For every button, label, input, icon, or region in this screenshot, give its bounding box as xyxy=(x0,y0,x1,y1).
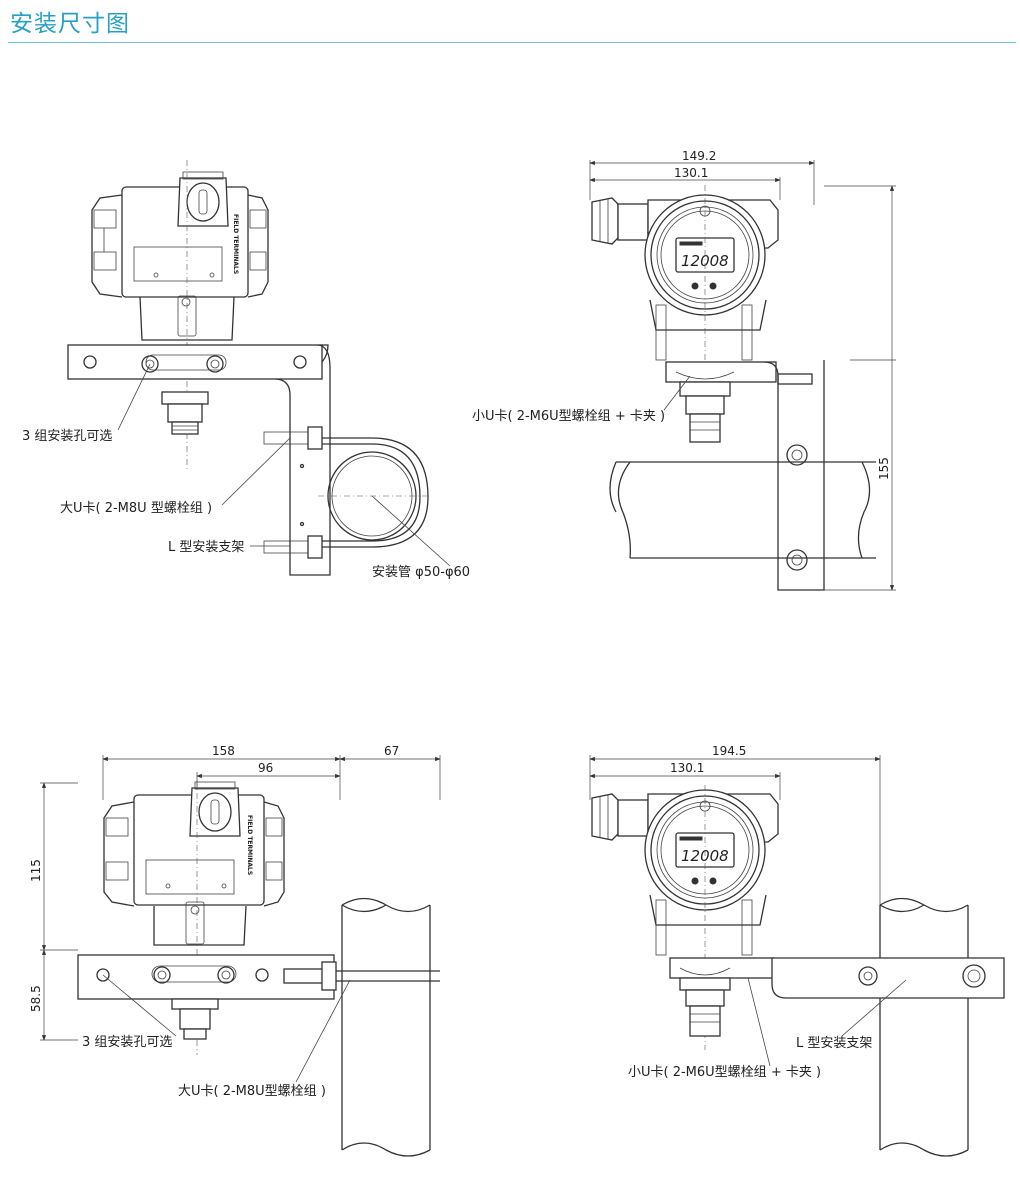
view1-side-vertical-mount: FIELD TERMINALS xyxy=(22,160,470,580)
view3-bracket-plate xyxy=(77,954,440,1000)
view3-offset-dimension: 96 xyxy=(258,761,273,775)
view4-cable-gland xyxy=(591,793,649,841)
view3-upper-dimension: 115 xyxy=(29,859,43,882)
view3-mount-pipe xyxy=(341,897,431,1157)
view2-front-horizontal-pipe: 149.2 130.1 155 12008 xyxy=(472,149,896,591)
view2-cable-gland xyxy=(591,197,649,245)
view3-width-dimension: 158 xyxy=(212,744,235,758)
view4-small-u-clamp xyxy=(669,957,813,1037)
view2-overall-dimension: 149.2 xyxy=(682,149,716,163)
view3-big-u-label: 大U卡( 2-M8U型螺栓组 ) xyxy=(178,1084,326,1099)
view1-big-u-label: 大U卡( 2-M8U 型螺栓组 ) xyxy=(60,501,212,516)
view1-housing-text: FIELD TERMINALS xyxy=(232,214,239,274)
page-title: 安装尺寸图 xyxy=(10,11,130,37)
view3-side-vertical-pipe: 158 67 96 115 58.5 FIELD TERMINALS xyxy=(29,744,441,1157)
view2-body-dimension: 130.1 xyxy=(674,166,708,180)
view4-l-bracket xyxy=(771,957,1005,999)
view3-holes-label: 3 组安装孔可选 xyxy=(82,1035,172,1050)
view4-body-dimension: 130.1 xyxy=(670,761,704,775)
view1-big-u-bolt xyxy=(263,426,429,559)
view1-bracket-label: L 型安装支架 xyxy=(168,540,244,555)
view2-l-bracket xyxy=(763,360,825,591)
view2-height-dimension: 155 xyxy=(877,457,891,480)
view1-pipe-label: 安装管 φ50-φ60 xyxy=(372,565,470,580)
view4-transmitter-housing: 12008 xyxy=(644,785,779,1050)
view2-small-u-label: 小U卡( 2-M6U型螺栓组 + 卡夹 ) xyxy=(472,409,665,424)
view4-bracket-label: L 型安装支架 xyxy=(796,1036,872,1051)
view1-mount-pipe xyxy=(318,451,428,541)
view1-transmitter-housing: FIELD TERMINALS xyxy=(91,160,269,470)
view4-small-u-label: 小U卡( 2-M6U型螺栓组 + 卡夹 ) xyxy=(628,1065,821,1080)
view2-small-u-clamp xyxy=(665,361,813,443)
view2-lcd-value: 12008 xyxy=(681,252,729,270)
view3-lower-dimension: 58.5 xyxy=(29,985,43,1012)
title-divider xyxy=(8,42,1016,43)
view3-housing-text: FIELD TERMINALS xyxy=(246,815,253,875)
view1-holes-label: 3 组安装孔可选 xyxy=(22,429,112,444)
view4-mount-pipe xyxy=(879,897,969,1157)
view3-pipe-dimension: 67 xyxy=(384,744,399,758)
view3-process-connection xyxy=(171,998,219,1040)
view1-process-connection xyxy=(161,391,209,435)
view2-mount-pipe xyxy=(609,461,876,559)
view1-l-bracket xyxy=(67,344,331,576)
view2-transmitter-housing: 12008 xyxy=(644,185,779,445)
view3-transmitter-housing: FIELD TERMINALS xyxy=(103,780,285,1055)
view4-front-vertical-pipe: 194.5 130.1 12008 xyxy=(589,744,1005,1157)
view4-overall-dimension: 194.5 xyxy=(712,744,746,758)
